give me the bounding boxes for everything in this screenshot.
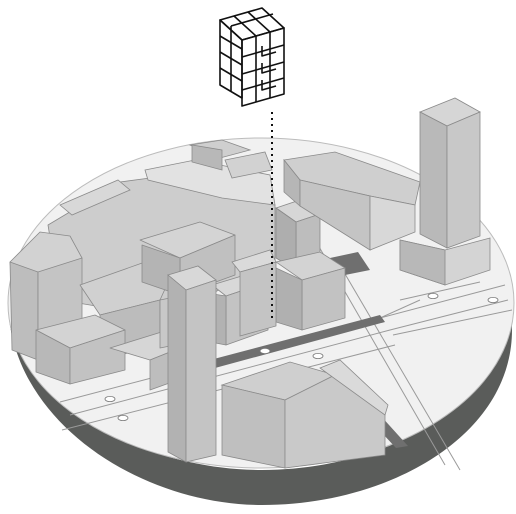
tower-front [168,266,216,462]
tower-frame-icon [220,8,284,106]
